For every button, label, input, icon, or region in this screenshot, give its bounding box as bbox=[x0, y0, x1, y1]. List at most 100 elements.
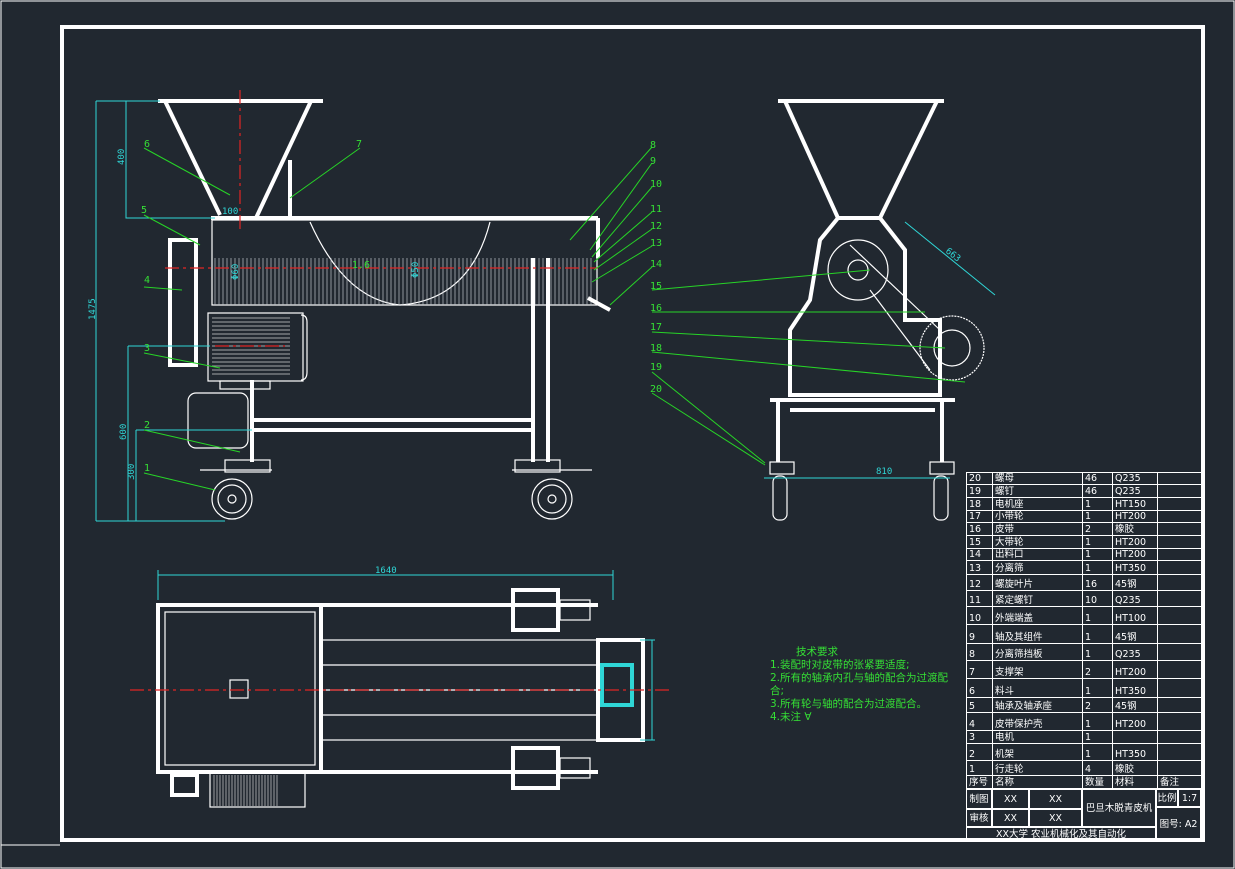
parts-cell: 16 bbox=[966, 522, 993, 536]
dim-phi50: Φ50 bbox=[411, 262, 421, 278]
parts-cell: 1 bbox=[966, 760, 993, 776]
screen-fins bbox=[214, 258, 592, 305]
callout-number: 1 bbox=[144, 463, 150, 474]
parts-cell: 出料口 bbox=[992, 548, 1083, 561]
parts-cell: 螺母 bbox=[992, 472, 1083, 485]
parts-cell bbox=[1157, 484, 1202, 498]
checked-by: XX bbox=[992, 809, 1029, 827]
parts-cell: 轴及其组件 bbox=[992, 624, 1083, 644]
parts-cell bbox=[1157, 760, 1202, 776]
parts-cell: Q235 bbox=[1112, 472, 1158, 485]
parts-cell: 14 bbox=[966, 548, 993, 561]
parts-cell: 17 bbox=[966, 510, 993, 523]
dim-100: 100 bbox=[222, 207, 238, 217]
parts-cell bbox=[1157, 574, 1202, 591]
parts-cell: HT200 bbox=[1112, 510, 1158, 523]
callout-number: 17 bbox=[650, 322, 662, 333]
callout-number: 7 bbox=[356, 139, 362, 150]
parts-cell: 2 bbox=[1082, 697, 1113, 713]
parts-cell: HT350 bbox=[1112, 743, 1158, 761]
parts-cell: 46 bbox=[1082, 472, 1113, 485]
parts-cell: 1 bbox=[1082, 497, 1113, 511]
callout-number: 8 bbox=[650, 140, 656, 151]
parts-cell: Q235 bbox=[1112, 590, 1158, 607]
notes-title: 技术要求 bbox=[796, 646, 838, 658]
parts-cell: 16 bbox=[1082, 574, 1113, 591]
parts-cell: 12 bbox=[966, 574, 993, 591]
dim-400: 400 bbox=[117, 149, 127, 165]
callout-number: 9 bbox=[650, 156, 656, 167]
drawn-by: XX bbox=[992, 789, 1029, 809]
callout-number: 2 bbox=[144, 420, 150, 431]
parts-cell: 11 bbox=[966, 590, 993, 607]
parts-cell: 橡胶 bbox=[1112, 522, 1158, 536]
parts-cell: 4 bbox=[966, 712, 993, 731]
parts-cell bbox=[1157, 472, 1202, 485]
parts-cell: HT200 bbox=[1112, 535, 1158, 549]
parts-cell: 6 bbox=[966, 678, 993, 698]
parts-cell: 1 bbox=[1082, 535, 1113, 549]
callout-number: 11 bbox=[650, 204, 662, 215]
parts-cell: 45钢 bbox=[1112, 697, 1158, 713]
parts-cell: HT200 bbox=[1112, 712, 1158, 731]
note-item: 1.装配时对皮带的张紧要适度; bbox=[770, 659, 910, 671]
parts-cell bbox=[1157, 510, 1202, 523]
callout-number: 5 bbox=[141, 205, 147, 216]
callout-number: 6 bbox=[144, 139, 150, 150]
parts-cell: 4 bbox=[1082, 760, 1113, 776]
top-view: 1640 bbox=[130, 566, 670, 808]
note-item: 4.未注 ∀ bbox=[770, 711, 812, 723]
parts-cell: 7 bbox=[966, 660, 993, 679]
side-view: 400 1475 600 300 100 Φ60 Φ50 1.6 bbox=[88, 90, 611, 806]
parts-cell bbox=[1157, 590, 1202, 607]
school-name: XX大学 农业机械化及其自动化 bbox=[966, 827, 1156, 841]
check-label: 审核 bbox=[966, 809, 992, 827]
callout-number: 14 bbox=[650, 259, 662, 270]
product-name: 巴旦木脱青皮机 bbox=[1082, 789, 1156, 827]
parts-cell: 10 bbox=[1082, 590, 1113, 607]
parts-header-cell: 备注 bbox=[1157, 775, 1202, 789]
parts-cell bbox=[1157, 697, 1202, 713]
parts-cell bbox=[1112, 730, 1158, 744]
parts-cell: 45钢 bbox=[1112, 624, 1158, 644]
parts-cell: 15 bbox=[966, 535, 993, 549]
checked-date: XX bbox=[1029, 809, 1082, 827]
parts-cell: 皮带保护壳 bbox=[992, 712, 1083, 731]
parts-cell: 皮带 bbox=[992, 522, 1083, 536]
parts-cell: HT200 bbox=[1112, 548, 1158, 561]
parts-cell: 2 bbox=[1082, 660, 1113, 679]
callout-number: 4 bbox=[144, 275, 150, 286]
parts-cell: HT350 bbox=[1112, 560, 1158, 575]
dim-1640: 1640 bbox=[375, 566, 397, 576]
parts-cell: 1 bbox=[1082, 712, 1113, 731]
scale-label: 比例 bbox=[1156, 789, 1178, 807]
parts-cell: 料斗 bbox=[992, 678, 1083, 698]
parts-cell bbox=[1157, 497, 1202, 511]
parts-cell: 轴承及轴承座 bbox=[992, 697, 1083, 713]
parts-cell: 螺钉 bbox=[992, 484, 1083, 498]
parts-header-cell: 材料 bbox=[1112, 775, 1158, 789]
parts-cell: HT350 bbox=[1112, 678, 1158, 698]
parts-cell: 分离筛挡板 bbox=[992, 643, 1083, 661]
parts-cell: HT100 bbox=[1112, 606, 1158, 625]
parts-cell: 20 bbox=[966, 472, 993, 485]
parts-cell: 13 bbox=[966, 560, 993, 575]
parts-cell: 19 bbox=[966, 484, 993, 498]
callouts: 1 2 3 4 5 6 7 8 9 10 11 12 13 14 15 16 1… bbox=[141, 139, 966, 491]
parts-cell bbox=[1157, 560, 1202, 575]
